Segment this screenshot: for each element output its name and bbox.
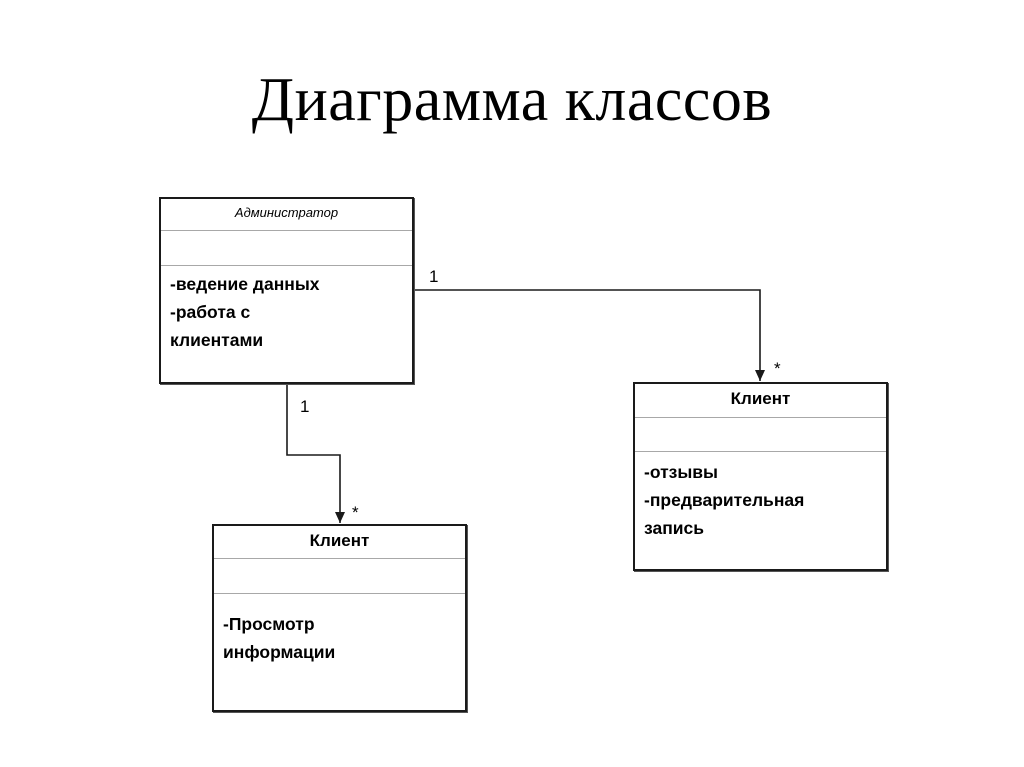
- operation-item: информации: [223, 642, 336, 662]
- multiplicity-admin-left-source: 1: [300, 397, 310, 416]
- association-admin-to-client-right: [413, 289, 765, 381]
- class-operations-client-left: -Просмотр информации: [214, 594, 465, 710]
- class-name-client-right: Клиент: [635, 384, 886, 418]
- multiplicity-admin-right-target: *: [774, 359, 781, 378]
- class-name-client-left: Клиент: [214, 526, 465, 559]
- class-name-administrator: Администратор: [161, 199, 412, 231]
- class-client-right[interactable]: Клиент -отзывы -предварительная запись: [633, 382, 888, 571]
- operation-item: -отзывы: [644, 462, 718, 482]
- operation-item: -предварительная: [644, 490, 805, 510]
- operation-item: -ведение данных: [170, 274, 320, 294]
- slide-title: Диаграмма классов: [251, 66, 773, 134]
- multiplicity-admin-right-source: 1: [429, 267, 439, 286]
- operation-item: запись: [644, 518, 705, 538]
- class-attributes-client-right: [635, 418, 886, 452]
- class-operations-administrator: -ведение данных -работа с клиентами: [161, 266, 412, 382]
- operation-item: клиентами: [170, 330, 264, 350]
- class-operations-client-right: -отзывы -предварительная запись: [635, 452, 886, 569]
- multiplicity-admin-left-target: *: [352, 503, 359, 522]
- operation-item: -работа с: [170, 302, 251, 322]
- class-client-left[interactable]: Клиент -Просмотр информации: [212, 524, 467, 712]
- association-admin-to-client-left: [286, 384, 345, 523]
- operation-item: -Просмотр: [223, 614, 315, 634]
- class-administrator[interactable]: Администратор -ведение данных -работа с …: [159, 197, 414, 384]
- class-attributes-administrator: [161, 231, 412, 266]
- class-attributes-client-left: [214, 559, 465, 594]
